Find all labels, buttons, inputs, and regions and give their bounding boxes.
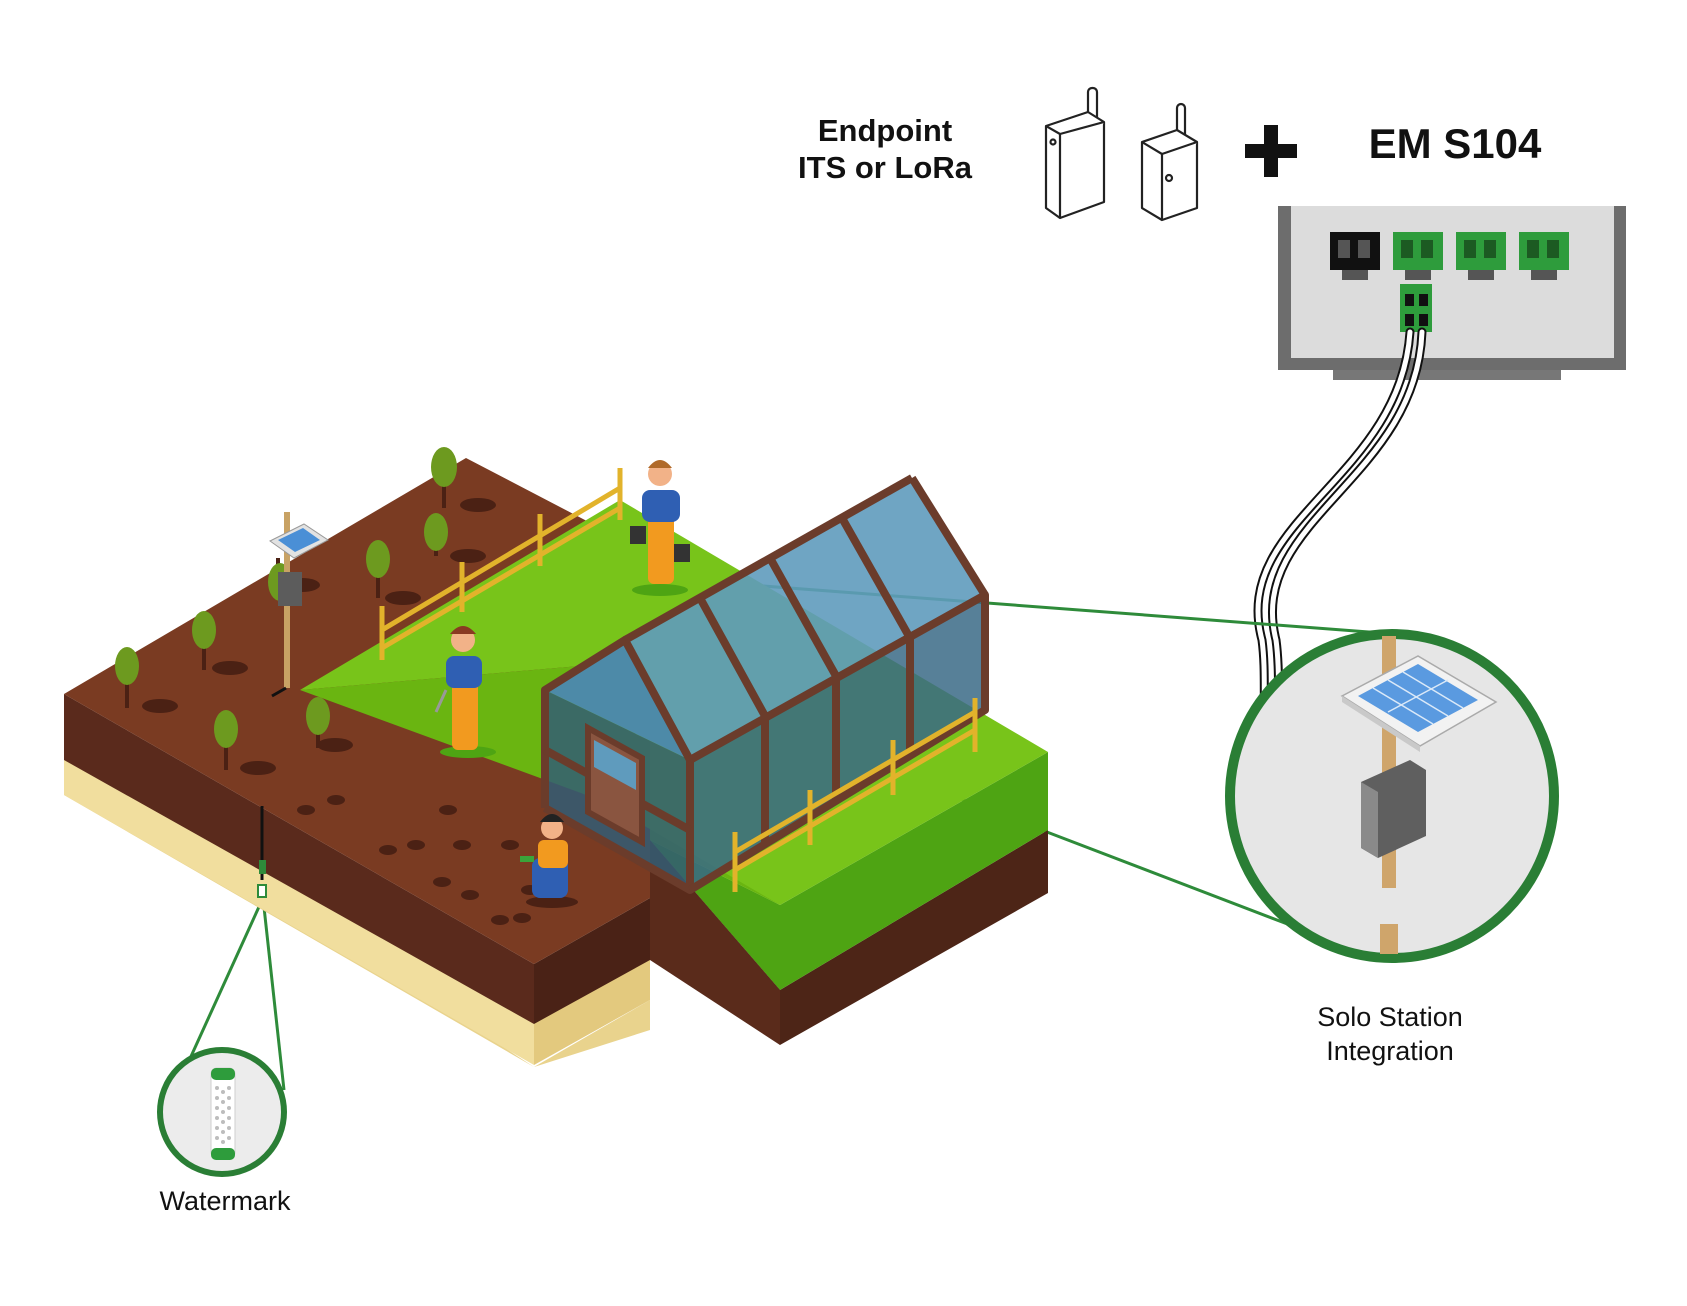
greenhouse (541, 474, 989, 894)
solo-station-label: Solo Station Integration (1270, 1000, 1510, 1068)
trees (115, 447, 496, 775)
worker-with-shovel (434, 626, 496, 758)
fence-back (379, 468, 623, 660)
fence-front (732, 698, 978, 892)
solo-station-callout (1225, 629, 1559, 963)
solo-station-label-line1: Solo Station (1317, 1002, 1463, 1032)
em-port-4 (1519, 232, 1569, 280)
endpoint-title: Endpoint ITS or LoRa (770, 112, 1000, 186)
pole-base (1380, 924, 1398, 954)
em-s104-title: EM S104 (1368, 120, 1542, 167)
em-plug-connector (1400, 284, 1432, 332)
em-port-1 (1330, 232, 1380, 280)
em-port-2 (1393, 232, 1443, 280)
greenhouse-door (585, 722, 645, 848)
watermark-callout (157, 1047, 287, 1177)
worker-kneeling (520, 814, 578, 908)
enclosure-box-icon (1361, 760, 1426, 858)
field-solar-station (269, 512, 329, 698)
watermark-sensor-icon (210, 1067, 236, 1160)
endpoint-title-line2: ITS or LoRa (798, 150, 972, 185)
worker-with-buckets (630, 460, 690, 596)
solar-panel-icon (1340, 655, 1498, 752)
watermark-label: Watermark (159, 1186, 291, 1216)
em-s104-module (1278, 206, 1626, 380)
endpoint-its-device-icon (1044, 86, 1106, 220)
buried-probe (257, 806, 267, 898)
em-port-3 (1456, 232, 1506, 280)
endpoint-title-line1: Endpoint (817, 113, 953, 148)
endpoint-lora-device-icon (1140, 102, 1199, 222)
plus-icon (1245, 125, 1297, 177)
solo-station-label-line2: Integration (1326, 1036, 1454, 1066)
